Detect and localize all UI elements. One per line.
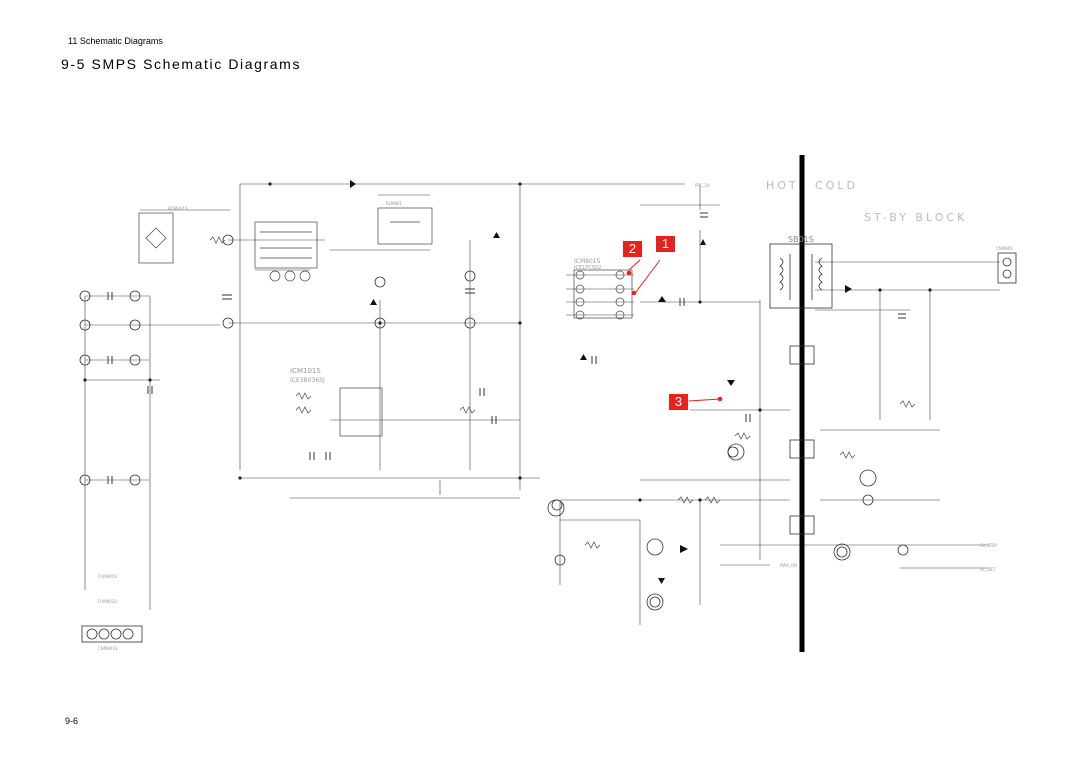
annotation-pointers <box>626 259 723 402</box>
transformer-label: SB01S <box>788 235 814 244</box>
standby-transformer <box>769 243 833 309</box>
fuse-b-label: FUM802S <box>98 599 117 604</box>
relay <box>377 207 433 245</box>
pfc-transformer <box>254 221 318 282</box>
marker-1: 1 <box>656 236 675 252</box>
pfc-ic-part: ICE1PCS02 <box>574 265 601 271</box>
diodes <box>350 180 852 584</box>
pfc-ic-label: ICM801S <box>574 258 601 265</box>
capacitors <box>107 212 906 484</box>
net-label-3: AC_DET <box>980 567 996 572</box>
connector-bottom-label: CNM801S <box>98 646 118 651</box>
bridge-label: BDM801S <box>168 206 188 211</box>
fuse-a-label: FUM801S <box>98 574 117 579</box>
optocouplers <box>789 345 815 535</box>
net-label-2: PWR_ON <box>780 563 797 568</box>
cold-label: COLD <box>815 179 858 192</box>
net-label-0: PFC_5V <box>695 183 710 188</box>
terminals <box>79 234 909 608</box>
resistors <box>209 236 916 549</box>
pfc-ic <box>573 269 633 320</box>
marker-2: 2 <box>623 241 642 257</box>
pwm-ic-label: ICM101S <box>290 367 321 375</box>
transistors <box>547 443 877 611</box>
net-label-1: 5V_STBY <box>980 543 998 548</box>
section-label: 11 Schematic Diagrams <box>68 36 163 46</box>
marker-3: 3 <box>669 394 688 410</box>
block-label: ST-BY BLOCK <box>864 211 967 224</box>
relay-label: RLM801 <box>386 201 403 206</box>
page-number: 9-6 <box>65 716 79 726</box>
bridge-rectifier <box>138 212 174 264</box>
pwm-ic <box>339 387 383 437</box>
hot-label: HOT <box>766 179 799 192</box>
input-connector <box>81 625 143 643</box>
wires <box>84 183 1000 625</box>
pwm-ic-part: ICE3B0365J <box>290 377 325 384</box>
connector-top-label: CNM801 <box>996 246 1013 251</box>
output-connector <box>997 252 1017 284</box>
page-title: 9-5 SMPS Schematic Diagrams <box>61 56 302 72</box>
junctions <box>83 182 932 502</box>
